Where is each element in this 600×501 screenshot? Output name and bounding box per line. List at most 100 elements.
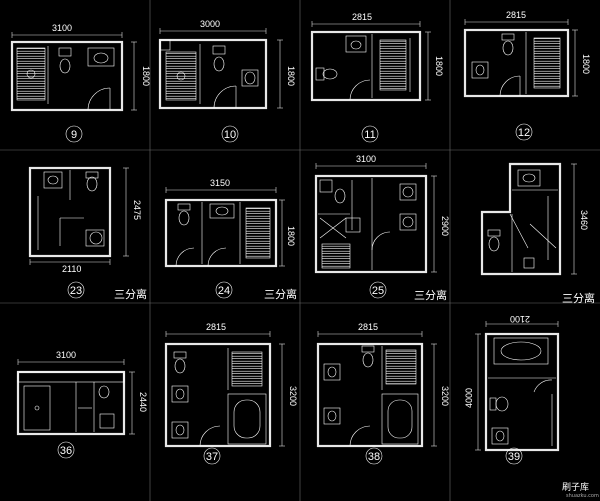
- height-dim-label: 2440: [138, 392, 148, 412]
- door-swing: [87, 87, 111, 111]
- door-swing: [371, 231, 391, 251]
- plan-23[interactable]: 2110 2475 23 三分离: [28, 166, 147, 301]
- plan-number: 9: [71, 129, 77, 141]
- room-outline: [310, 30, 422, 102]
- separation-label: 三分离: [264, 287, 297, 301]
- width-dim-label: 3100: [52, 23, 72, 33]
- toilet-icon: [502, 40, 514, 56]
- sink-icon: [495, 430, 505, 442]
- room-outline: [10, 40, 124, 112]
- plan-number: 10: [224, 129, 236, 141]
- vanity: [399, 213, 417, 231]
- toilet-icon: [362, 352, 374, 368]
- width-dim-label: 3100: [56, 350, 76, 360]
- width-dim-label: 2815: [506, 10, 526, 20]
- plan-number-bubble: [203, 447, 221, 465]
- plan-number: 36: [60, 445, 72, 457]
- sink-icon: [327, 366, 337, 378]
- shower-tray: [379, 39, 407, 91]
- plan-number-bubble: [215, 281, 233, 299]
- door-swing: [199, 425, 221, 447]
- vanity: [171, 421, 189, 439]
- plan-24[interactable]: 3150 1800 24 三分离: [164, 178, 297, 301]
- watermark: 刷子库 shuazku.com: [562, 481, 599, 499]
- plan-38[interactable]: 2815 3200 38: [316, 322, 450, 465]
- door-swing: [349, 425, 371, 447]
- plan-25[interactable]: 3100 2900 25 三分离: [314, 154, 450, 302]
- toilet-icon: [174, 358, 186, 374]
- room-outline: [16, 370, 126, 436]
- toilet-icon: [98, 385, 110, 399]
- sink-icon: [175, 424, 185, 436]
- dimension-lines: [317, 331, 437, 447]
- height-dim-label: 1800: [286, 66, 296, 86]
- door-swing: [213, 85, 237, 109]
- sink-icon: [475, 64, 485, 76]
- shower-tray: [165, 51, 197, 101]
- toilet-icon: [178, 210, 190, 226]
- dimension-lines: [315, 163, 437, 273]
- toilet-icon: [495, 396, 509, 412]
- plan-12[interactable]: 2815 1800 12: [463, 10, 591, 141]
- sink-icon: [402, 186, 414, 198]
- toilet-icon: [334, 188, 346, 204]
- vanity: [399, 183, 417, 201]
- width-dim-label: 2815: [352, 12, 372, 22]
- vanity: [345, 35, 367, 53]
- plan-number-bubble: [65, 125, 83, 143]
- vanity: [491, 427, 509, 445]
- room-outline: [480, 162, 562, 276]
- vanity: [171, 385, 189, 403]
- plan-10[interactable]: 3000 1800 10: [158, 19, 296, 143]
- sink-icon: [244, 71, 256, 85]
- plan-number: 25: [372, 285, 384, 297]
- separation-label: 三分离: [114, 287, 147, 301]
- shower-tray: [321, 243, 351, 269]
- room-outline: [158, 38, 268, 110]
- height-dim-label: 1800: [581, 54, 591, 74]
- plan-number: 37: [206, 451, 218, 463]
- plan-11[interactable]: 2815 1800 11: [310, 12, 444, 143]
- plan-number: 11: [364, 129, 375, 141]
- plan-39[interactable]: 2100 4000 39: [464, 314, 560, 465]
- toilet-icon: [213, 56, 225, 72]
- plan-37[interactable]: 2815 3200 37: [164, 322, 298, 465]
- drain-icon: [176, 71, 186, 81]
- sink-icon: [402, 216, 414, 228]
- height-dim-label: 3460: [579, 210, 589, 230]
- plan-number: 12: [518, 127, 530, 139]
- height-dim-label: 4000: [464, 388, 474, 408]
- plan-36[interactable]: 3100 2440 36: [16, 350, 148, 459]
- plan-number: 23: [70, 285, 82, 297]
- dimension-lines: [159, 28, 283, 109]
- bathtub: [381, 393, 419, 445]
- drain-icon: [26, 69, 36, 79]
- sink-icon: [522, 173, 536, 183]
- height-dim-label: 1800: [434, 56, 444, 76]
- sink-icon: [175, 388, 185, 400]
- vanity: [323, 407, 341, 425]
- watermark-site: shuazku.com: [566, 493, 599, 499]
- room-outline: [463, 28, 570, 98]
- height-dim-label: 3200: [288, 386, 298, 406]
- height-dim-label: 2475: [132, 200, 142, 220]
- separation-label: 三分离: [414, 288, 447, 302]
- plan-9[interactable]: 3100 1800 9: [10, 23, 151, 143]
- door-swing: [499, 75, 521, 97]
- dimension-lines: [11, 32, 137, 111]
- height-dim-label: 3200: [440, 386, 450, 406]
- door-swing: [533, 379, 553, 393]
- dimension-lines: [165, 187, 285, 267]
- height-dim-label: 2900: [440, 216, 450, 236]
- dimension-lines: [475, 321, 559, 451]
- plan-26[interactable]: 3460 三分离: [480, 162, 595, 305]
- dimension-lines: [571, 163, 577, 275]
- height-dim-label: 1800: [141, 66, 151, 86]
- drain-icon: [34, 405, 40, 411]
- plan-number: 38: [368, 451, 380, 463]
- plan-number: 39: [508, 451, 520, 463]
- plan-number-bubble: [57, 441, 75, 459]
- sink-icon: [93, 52, 109, 64]
- sink-icon: [327, 410, 337, 422]
